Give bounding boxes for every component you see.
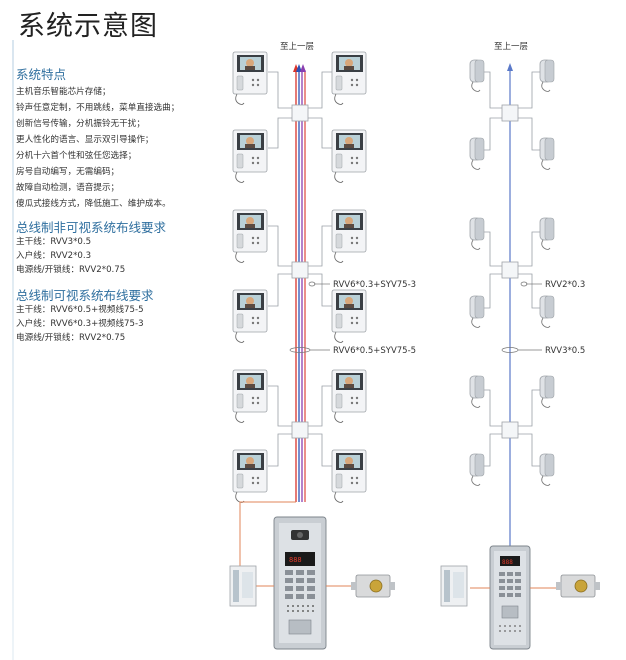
handset-icon xyxy=(469,137,485,170)
video-monitor xyxy=(331,289,367,343)
junction-box xyxy=(291,421,309,439)
left-branch-annotation: RVV6*0.3+SYV75-3 xyxy=(308,280,416,290)
electric-lock-icon xyxy=(555,574,601,598)
feature-line: 主机音乐智能芯片存储； xyxy=(16,87,111,97)
handset-icon xyxy=(539,137,555,170)
junction-box xyxy=(291,104,309,122)
feature-line: 故障自动检测，语音提示； xyxy=(16,183,120,193)
nonvisual-req-line: 电源线/开锁线：RVV2*0.75 xyxy=(16,265,126,275)
visual-req-line: 入户线：RVV6*0.3+视频线75-3 xyxy=(16,319,144,329)
video-monitor xyxy=(331,369,367,423)
right-trunk-annotation: RVV3*0.5 xyxy=(501,346,585,356)
handset-icon xyxy=(469,295,485,328)
video-monitor xyxy=(232,209,268,263)
video-monitor xyxy=(331,129,367,183)
handset-icon xyxy=(469,59,485,92)
feature-line: 铃声任意定制，不用跳线，菜单直接选曲； xyxy=(16,103,180,113)
electric-lock-icon xyxy=(350,574,396,598)
power-supply-unit xyxy=(440,565,468,607)
left-up-label: 至上一层 xyxy=(280,42,314,52)
svg-text:RVV6*0.5+SYV75-5: RVV6*0.5+SYV75-5 xyxy=(333,346,416,356)
svg-text:888: 888 xyxy=(502,559,513,566)
handset-icon xyxy=(469,217,485,250)
video-monitor xyxy=(331,449,367,503)
video-monitor xyxy=(232,129,268,183)
handset-icon xyxy=(539,59,555,92)
handset-icon xyxy=(539,217,555,250)
feature-line: 更人性化的语言、显示双引导操作； xyxy=(16,135,154,145)
video-monitor xyxy=(331,209,367,263)
video-monitor xyxy=(232,289,268,343)
handset-icon xyxy=(469,453,485,486)
power-supply-unit xyxy=(229,565,257,607)
feature-line: 傻瓜式接线方式，降低施工、维护成本。 xyxy=(16,199,171,209)
handset-icon xyxy=(539,375,555,408)
nonvisual-req-line: 入户线：RVV2*0.3 xyxy=(16,251,92,261)
visual-req-line: 主干线：RVV6*0.5+视频线75-5 xyxy=(16,305,144,315)
right-up-label: 至上一层 xyxy=(494,42,528,52)
handset-icon xyxy=(469,375,485,408)
left-accent-rule xyxy=(12,40,14,660)
video-monitor xyxy=(232,369,268,423)
right-branch-wires xyxy=(484,71,540,467)
svg-text:RVV2*0.3: RVV2*0.3 xyxy=(545,280,585,290)
visual-req-line: 电源线/开锁线：RVV2*0.75 xyxy=(16,333,126,343)
nonvisual-req-heading: 总线制非可视系统布线要求 xyxy=(16,220,167,235)
video-monitor xyxy=(232,449,268,503)
nonvisual-door-station: 888 xyxy=(489,545,531,650)
video-monitor xyxy=(232,51,268,105)
visual-door-station: 888 xyxy=(273,516,327,650)
visual-req-heading: 总线制可视系统布线要求 xyxy=(16,288,154,303)
right-branch-annotation: RVV2*0.3 xyxy=(520,280,585,290)
svg-text:RVV3*0.5: RVV3*0.5 xyxy=(545,346,585,356)
junction-box xyxy=(501,261,519,279)
page-title: 系统示意图 xyxy=(18,11,158,42)
handset-icon xyxy=(539,453,555,486)
handset-icon xyxy=(539,295,555,328)
junction-box xyxy=(291,261,309,279)
feature-line: 分机十六首个性和弦任您选择； xyxy=(16,151,137,161)
nonvisual-req-line: 主干线：RVV3*0.5 xyxy=(16,237,92,247)
video-monitor xyxy=(331,51,367,105)
junction-box xyxy=(501,104,519,122)
left-branch-wires xyxy=(268,71,332,467)
svg-text:888: 888 xyxy=(289,556,302,564)
features-heading: 系统特点 xyxy=(16,67,67,82)
left-trunk-annotation: RVV6*0.5+SYV75-5 xyxy=(289,346,416,356)
right-trunk-wires xyxy=(507,63,513,548)
svg-text:RVV6*0.3+SYV75-3: RVV6*0.3+SYV75-3 xyxy=(333,280,416,290)
feature-line: 房号自动编写，无需编码； xyxy=(16,167,120,177)
feature-line: 创新信号传输，分机振铃无干扰； xyxy=(16,119,145,129)
power-lock-wires xyxy=(239,501,556,589)
junction-box xyxy=(501,421,519,439)
